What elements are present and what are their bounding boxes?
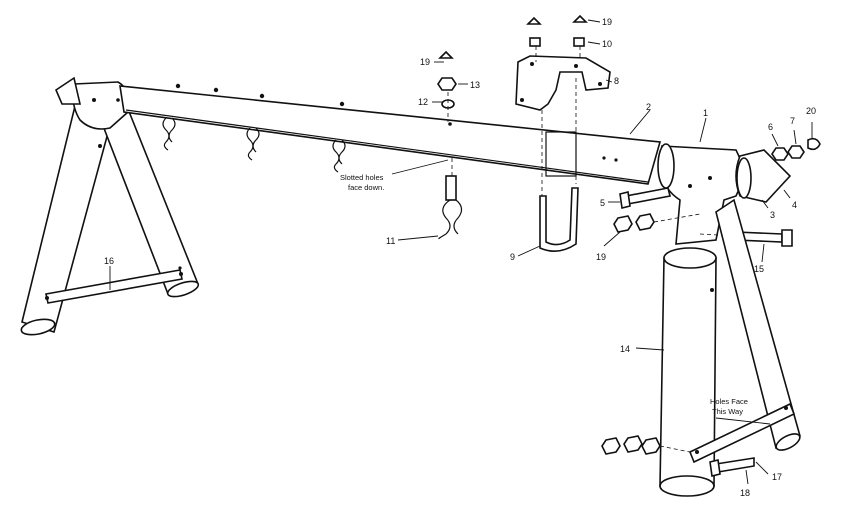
label-9: 9 [510, 252, 515, 262]
label-19-mid: 19 [420, 57, 430, 67]
right-fitting-assembly [613, 137, 821, 247]
left-end-cap [55, 76, 82, 105]
label-1: 1 [703, 108, 708, 118]
label-3: 3 [770, 210, 775, 220]
leader-lines [109, 19, 813, 485]
label-20: 20 [806, 106, 816, 116]
label-16: 16 [104, 256, 114, 266]
top-beam [119, 83, 662, 185]
left-a-frame [20, 76, 200, 336]
label-10: 10 [602, 39, 612, 49]
left-outer-leg-end [20, 318, 56, 336]
bolt-5 [625, 187, 671, 205]
assembly-notes: Slotted holes face down. Holes Face This… [340, 173, 748, 416]
label-13: 13 [470, 80, 480, 90]
label-2: 2 [646, 102, 651, 112]
note-slotted-holes-line2: face down. [348, 183, 384, 192]
top-bracket-assembly [437, 14, 611, 122]
top-beam-tube [119, 85, 662, 185]
u-bolt [539, 78, 579, 252]
label-7: 7 [790, 116, 795, 126]
label-5: 5 [600, 198, 605, 208]
label-11: 11 [386, 236, 395, 246]
top-bracket [515, 55, 611, 111]
note-holes-face-line1: Holes Face [710, 397, 748, 406]
right-a-frame [601, 198, 801, 497]
s-hooks [162, 117, 346, 173]
note-slotted-holes-line1: Slotted holes [340, 173, 384, 182]
label-17: 17 [772, 472, 782, 482]
left-inner-leg-end [166, 280, 200, 298]
label-19-low: 19 [596, 252, 606, 262]
bracket-mount-area [545, 131, 577, 177]
label-15: 15 [754, 264, 764, 274]
left-inner-leg [98, 102, 200, 296]
label-18: 18 [740, 488, 750, 498]
label-4: 4 [792, 200, 797, 210]
part-number-labels: 1 2 3 4 5 6 7 8 9 10 11 12 13 14 15 16 1… [104, 17, 816, 498]
left-brace [45, 269, 183, 304]
label-14: 14 [620, 344, 630, 354]
bolt-18 [715, 457, 755, 473]
label-6: 6 [768, 122, 773, 132]
label-12: 12 [418, 97, 428, 107]
hanger-hook [438, 158, 463, 240]
label-8: 8 [614, 76, 619, 86]
u-bolt-body [539, 187, 579, 252]
note-holes-face-line2: This Way [712, 407, 743, 416]
right-brace [688, 402, 796, 464]
label-19-top: 19 [602, 17, 612, 27]
